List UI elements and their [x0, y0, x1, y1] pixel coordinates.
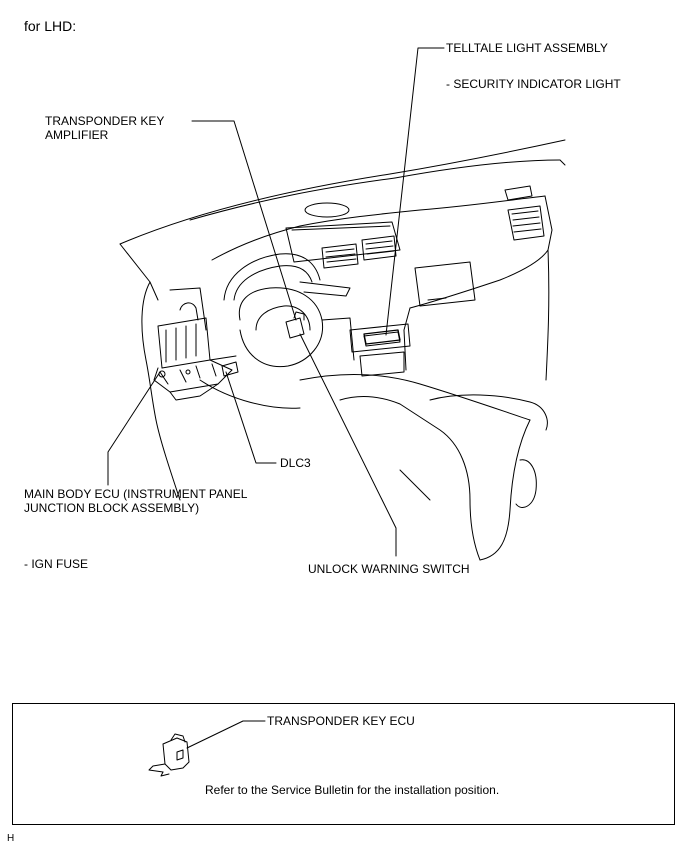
dlc3-drawing [221, 361, 239, 377]
leader-transponder-key-ecu [186, 720, 266, 749]
inset-box: TRANSPONDER KEY ECU Refer to the Service… [12, 703, 675, 825]
leader-transponder-amp [191, 120, 297, 321]
leader-lines [107, 47, 445, 557]
leader-main-body-ecu [107, 371, 161, 486]
label-telltale-light-assembly: TELLTALE LIGHT ASSEMBLY [446, 41, 608, 55]
inset-note: Refer to the Service Bulletin for the in… [205, 783, 500, 797]
dashboard-outline [119, 139, 566, 561]
corner-mark: H [7, 833, 15, 844]
leader-unlock-switch [299, 333, 397, 557]
label-main-body-ecu: MAIN BODY ECU (INSTRUMENT PANEL JUNCTION… [24, 487, 248, 515]
label-security-indicator-light: - SECURITY INDICATOR LIGHT [446, 77, 621, 91]
leader-dlc3 [225, 371, 277, 464]
diagram-title: for LHD: [24, 18, 77, 34]
label-transponder-key-amplifier: TRANSPONDER KEY AMPLIFIER [45, 114, 165, 142]
label-dlc3: DLC3 [280, 456, 311, 470]
label-ign-fuse: - IGN FUSE [24, 557, 89, 571]
transponder-key-ecu-drawing [148, 720, 266, 777]
main-body-ecu-drawing [153, 302, 233, 401]
leader-telltale [385, 47, 445, 336]
label-unlock-warning-switch: UNLOCK WARNING SWITCH [308, 562, 470, 576]
label-transponder-key-ecu: TRANSPONDER KEY ECU [267, 714, 415, 728]
